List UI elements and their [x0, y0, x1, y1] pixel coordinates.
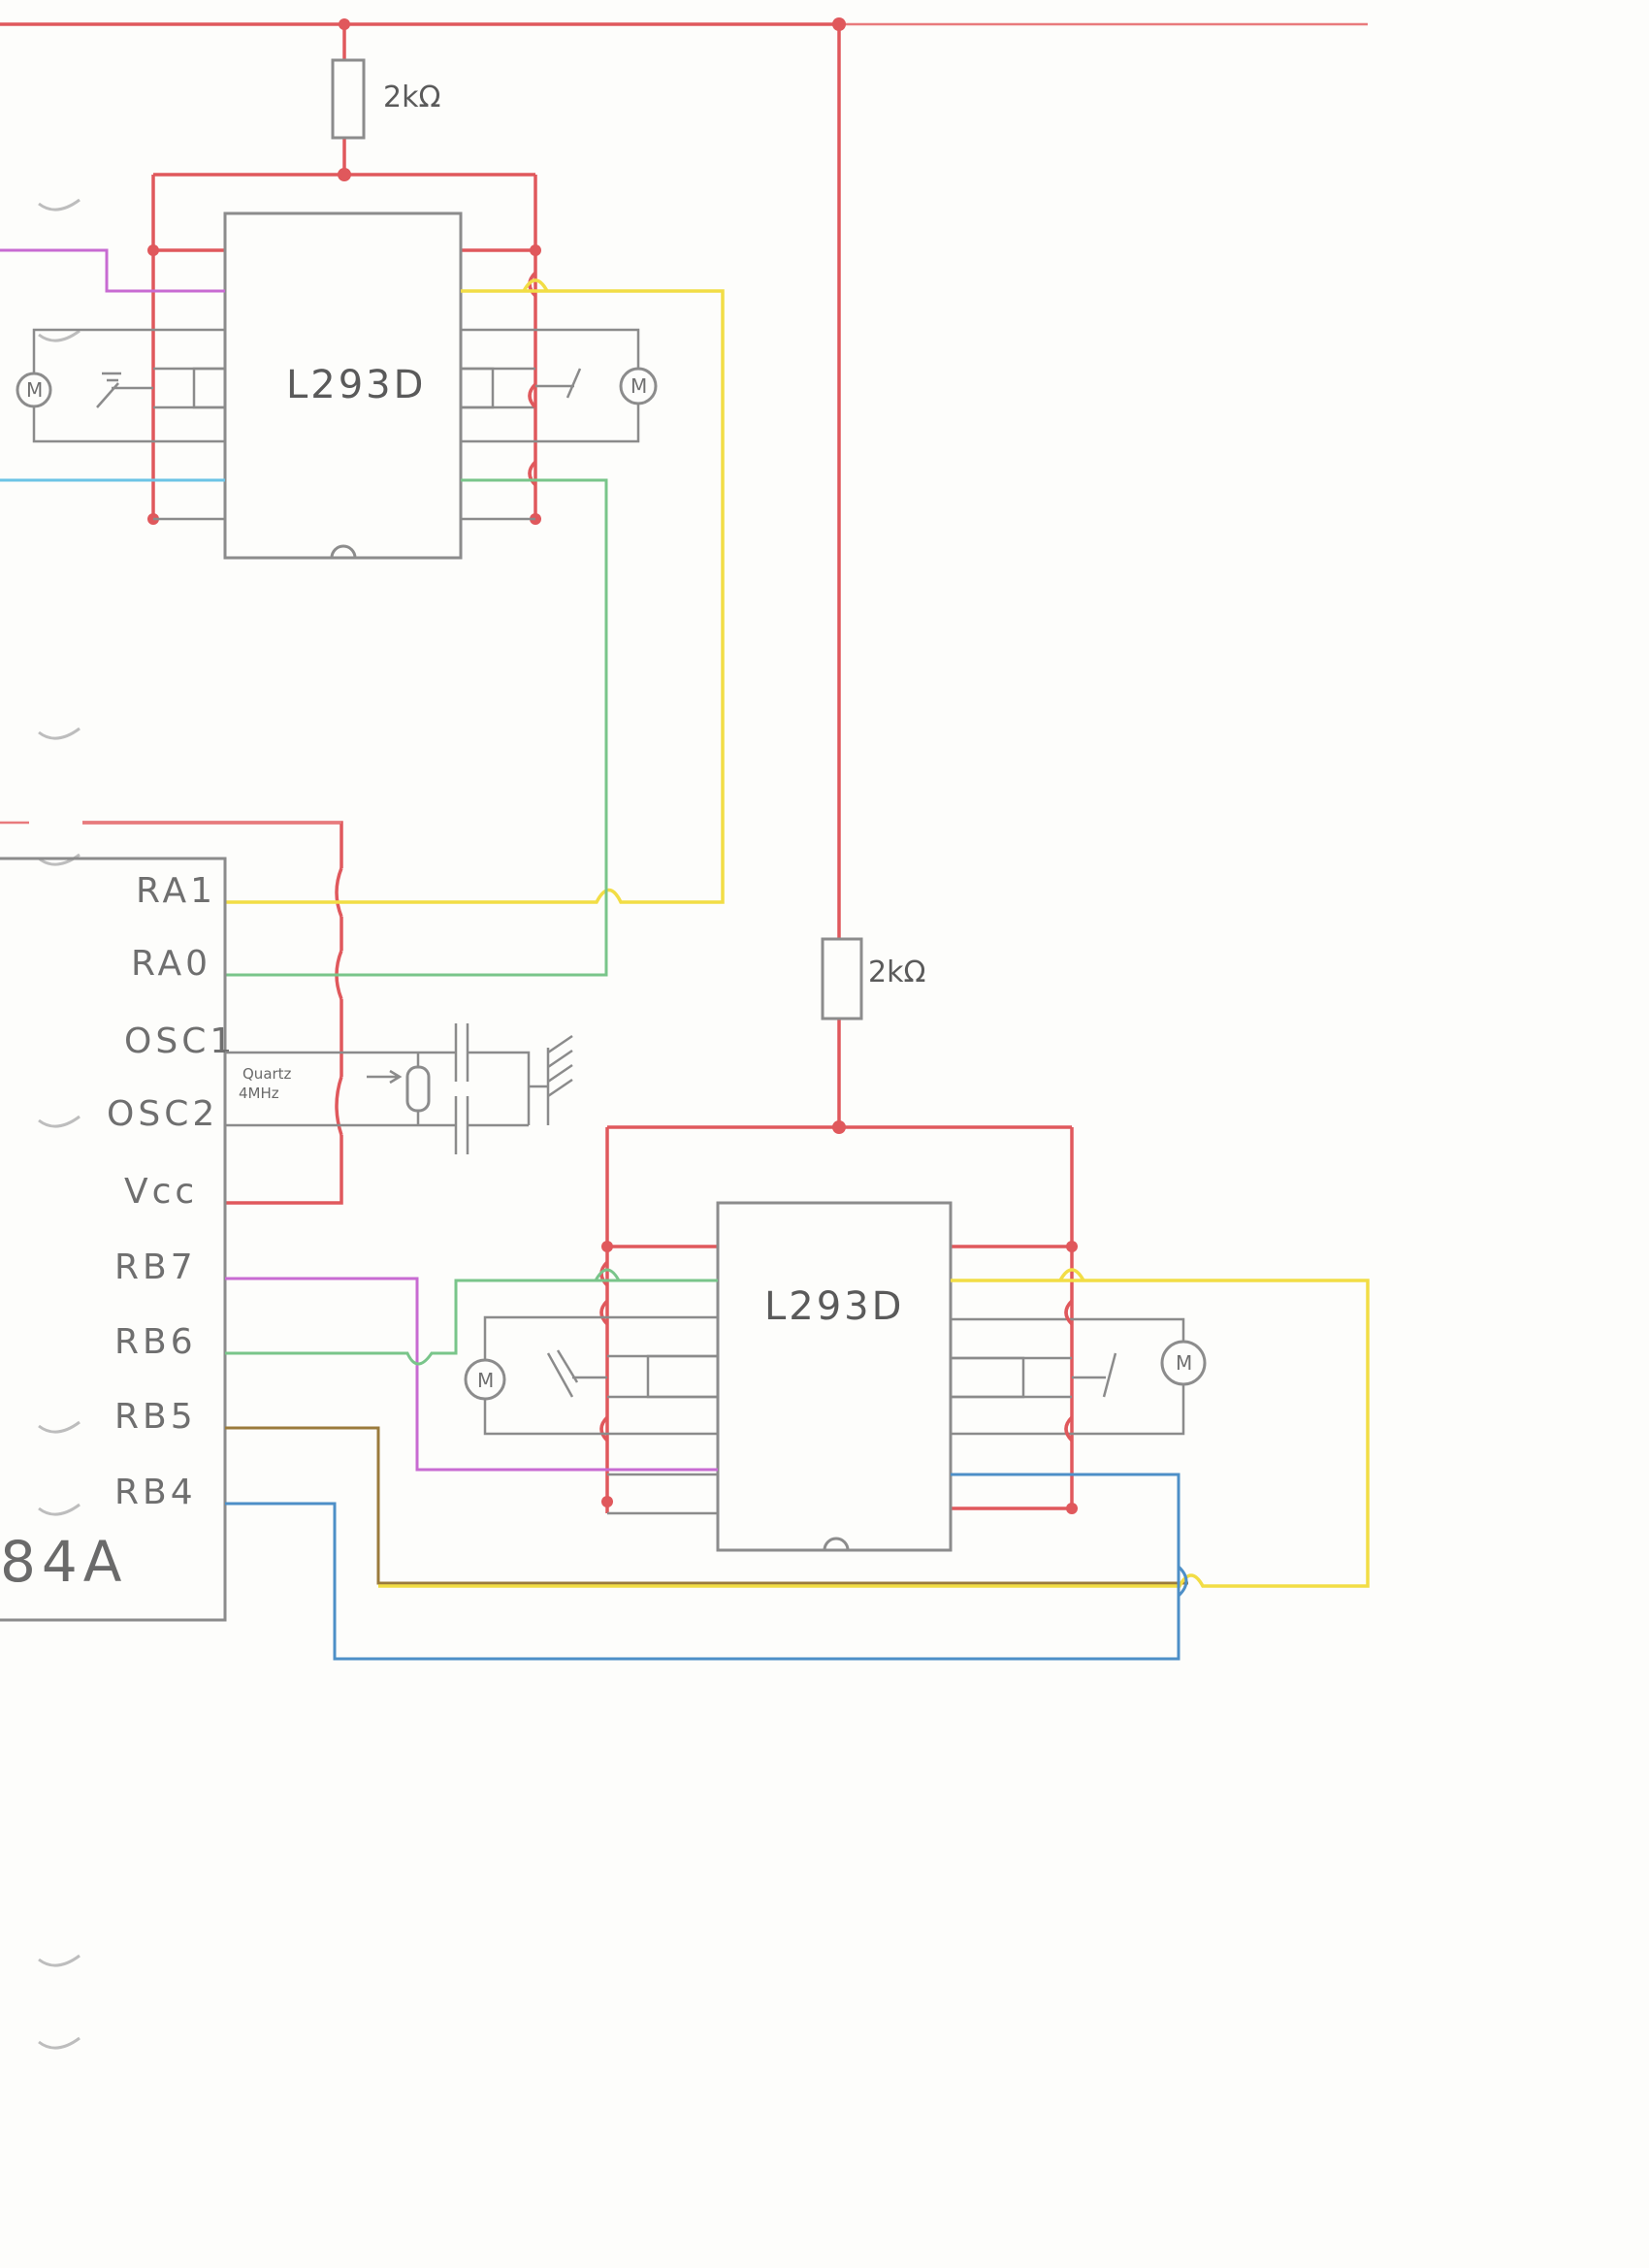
- motor-bottom-left-wires: [483, 1315, 607, 1436]
- resistor-mid: 2kΩ: [821, 937, 925, 1021]
- resistor-top: 2kΩ: [331, 58, 440, 140]
- ground-symbol: [535, 368, 582, 399]
- crystal-oscillator: Quartz 4MHz: [225, 1023, 573, 1154]
- driver-top-left-block: [192, 367, 225, 409]
- ground-symbol: [1072, 1352, 1117, 1398]
- wire-hop-green: [594, 1268, 621, 1281]
- driver-top-pins-right: [461, 289, 535, 521]
- wire-hop: [1064, 1415, 1074, 1442]
- power-wiring: [0, 17, 1368, 1514]
- driver-bottom-notch: [823, 1537, 850, 1551]
- wire-hop: [528, 460, 537, 487]
- mcu-label: 84A: [0, 1529, 127, 1595]
- driver-top-pins-left: [153, 289, 225, 521]
- binder-hole: [38, 2036, 81, 2050]
- ground-symbol: [546, 1349, 607, 1398]
- driver-bottom-left-block: [646, 1354, 718, 1399]
- mcu-vcc-bridge: [335, 1076, 343, 1136]
- resistor-mid-label: 2kΩ: [868, 956, 925, 989]
- wire-hop: [528, 382, 537, 409]
- driver-top: L293D: [153, 211, 537, 560]
- binder-hole: [38, 1115, 81, 1128]
- motor-label: M: [1176, 1351, 1192, 1375]
- wire-hop-yellow: [1058, 1268, 1085, 1281]
- driver-bottom-right-block: [951, 1356, 1025, 1399]
- motor-bottom-right-wires: [1072, 1317, 1185, 1436]
- motor-bottom-left: M: [464, 1315, 607, 1436]
- capacitor-bottom: [454, 1096, 529, 1154]
- ground-symbol-crystal: [529, 1034, 573, 1125]
- pin-osc1-label: OSC1: [124, 1021, 236, 1061]
- crystal-body: [405, 1065, 431, 1113]
- mcu-vcc-wire: [82, 821, 343, 1205]
- pin-rb7-label: RB7: [114, 1247, 197, 1287]
- resistor-body: [331, 58, 366, 140]
- wire-green-top: [225, 478, 608, 977]
- pin-rb6-label: RB6: [114, 1322, 197, 1362]
- driver-top-notch: [330, 544, 357, 559]
- wire-green-bottom: [225, 1279, 718, 1366]
- motor-label: M: [26, 378, 43, 402]
- pin-vcc-label: Vcc: [124, 1172, 198, 1212]
- driver-top-right-block: [461, 367, 495, 409]
- mcu-vcc-bridge: [335, 867, 343, 918]
- capacitor-top: [454, 1023, 531, 1125]
- motor-bottom-right: M: [1072, 1317, 1207, 1436]
- binder-hole: [38, 1503, 81, 1516]
- wire-hop: [599, 1415, 609, 1442]
- wire-blue-bottom: [225, 1473, 1180, 1661]
- wire-hop: [599, 1299, 609, 1326]
- binder-holes: [38, 198, 81, 2050]
- binder-hole: [38, 329, 81, 342]
- motor-top-left: M: [16, 328, 153, 443]
- wire-purple-top: [0, 248, 225, 293]
- driver-top-body: [223, 211, 463, 560]
- ground-symbol: [96, 372, 153, 408]
- pin-rb5-label: RB5: [114, 1397, 197, 1437]
- binder-hole: [38, 1420, 81, 1434]
- driver-bottom-body: [716, 1201, 953, 1552]
- wire-yellow-bottom: [378, 1279, 1370, 1588]
- binder-hole: [38, 727, 81, 740]
- pin-osc2-label: OSC2: [107, 1094, 218, 1134]
- wire-hop-yellow: [522, 278, 549, 292]
- motor-label: M: [477, 1369, 494, 1392]
- resistor-top-label: 2kΩ: [383, 81, 440, 114]
- junction-dot: [601, 1496, 613, 1507]
- motor-top-left-wires: [32, 328, 153, 443]
- wire-purple-bottom: [225, 1277, 718, 1472]
- binder-hole: [38, 1954, 81, 1967]
- pin-ra0-label: RA0: [131, 944, 211, 984]
- wire-hop: [1064, 1299, 1074, 1326]
- pin-ra1-label: RA1: [136, 871, 216, 911]
- pin-rb4-label: RB4: [114, 1473, 197, 1512]
- wire-brown-bottom: [225, 1426, 1188, 1585]
- crystal-label-line1: Quartz: [242, 1065, 292, 1083]
- crystal-arrow: [367, 1069, 403, 1085]
- resistor-body: [821, 937, 863, 1021]
- motor-top-right: M: [535, 328, 658, 443]
- motor-top-right-wires: [535, 328, 640, 443]
- motor-label: M: [630, 374, 647, 398]
- wire-hop-blue: [1177, 1565, 1188, 1598]
- wire-yellow-top: [225, 289, 725, 904]
- driver-bottom: L293D: [599, 1201, 1074, 1552]
- microcontroller: 84A RA1 RA0 OSC1 OSC2 Vcc RB7 RB6 RB5 RB…: [0, 821, 341, 1622]
- crystal-label-line2: 4MHz: [239, 1085, 279, 1102]
- driver-bottom-label: L293D: [764, 1284, 904, 1329]
- driver-bottom-pins-right: [951, 1279, 1072, 1476]
- mcu-body: [0, 857, 227, 1622]
- binder-hole: [38, 198, 81, 211]
- driver-top-label: L293D: [286, 363, 426, 407]
- junction-dot: [832, 1120, 846, 1134]
